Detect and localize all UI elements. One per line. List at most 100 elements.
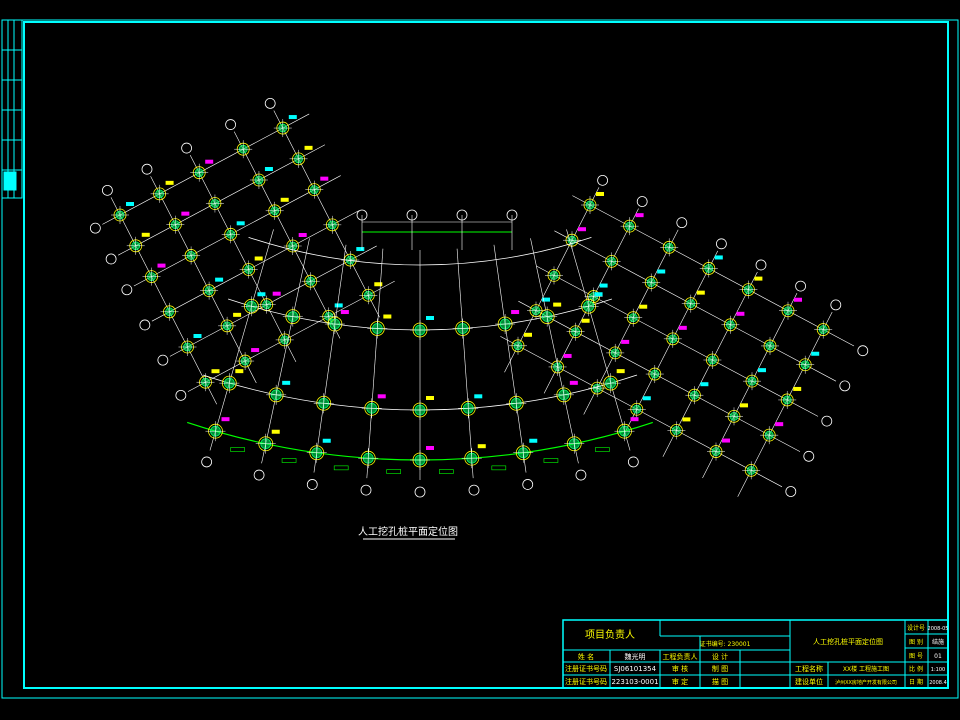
grid-line — [261, 238, 310, 464]
pile-tag — [356, 247, 365, 252]
pile-tag — [714, 255, 723, 260]
grid-bubble — [839, 380, 851, 392]
pile-tag — [775, 422, 784, 427]
pile-tag — [736, 311, 745, 316]
pile-tag — [157, 263, 166, 268]
grid-bubble — [175, 389, 187, 401]
pile-tag — [740, 403, 748, 408]
grid-bubble — [121, 284, 133, 296]
grid-bubble — [857, 345, 869, 357]
pile-tag — [621, 339, 630, 344]
pile-tag — [126, 202, 134, 206]
pile-tag — [682, 417, 691, 422]
grid-bubble — [636, 196, 648, 207]
foundation-plan — [89, 98, 869, 498]
dimension-mark — [491, 465, 507, 471]
row-name-label: 姓 名 — [578, 652, 594, 661]
pile-tag — [221, 417, 230, 422]
dimension-mark — [439, 469, 454, 474]
pile-tag — [271, 429, 280, 434]
grid-line — [187, 280, 395, 392]
grid-line — [543, 208, 639, 394]
design-no-value: 2008-05 — [928, 626, 949, 632]
pile-tag — [298, 233, 307, 237]
grid-bubble — [795, 280, 806, 292]
pile-tag — [581, 318, 590, 323]
design-no-label: 设计号 — [907, 624, 925, 632]
pile-tag — [639, 304, 648, 309]
drawing-no-value: 01 — [934, 653, 942, 660]
grid-line — [623, 250, 719, 436]
dimension-mark — [595, 447, 610, 452]
grid-line — [536, 265, 819, 417]
grid-bubble — [522, 479, 534, 490]
grid-bubble — [755, 259, 767, 271]
review-label: 审 核 — [672, 664, 688, 673]
pile-tag — [257, 292, 266, 297]
pile-tag — [477, 444, 486, 449]
grid-line — [566, 229, 631, 451]
pile-tag — [320, 176, 329, 181]
pile-tag — [596, 192, 604, 196]
drawing-no-label: 图 号 — [909, 653, 923, 660]
grid-line — [209, 229, 274, 451]
pile-tag — [374, 282, 383, 287]
grid-bubble — [785, 486, 797, 497]
grid-line — [583, 229, 679, 415]
grid-line — [500, 336, 783, 488]
grid-line — [702, 293, 798, 479]
pile-tag — [616, 369, 625, 374]
cert1-label: 注册证书号码 — [565, 664, 607, 673]
grid-line — [102, 113, 310, 225]
pile-tag — [657, 269, 666, 274]
cert2-value: 223103-0001 — [611, 678, 658, 686]
grid-bubble — [157, 354, 169, 366]
grid-bubble — [105, 253, 117, 265]
grid-bubble — [468, 484, 480, 496]
grid-line — [169, 245, 377, 357]
grid-line — [554, 230, 837, 382]
pile-tag — [754, 276, 763, 281]
pile-tag — [635, 213, 644, 218]
pile-tag — [251, 348, 260, 353]
grid-line — [151, 210, 359, 322]
build-value: 泸州XX房地产开发有限公司 — [835, 679, 897, 686]
grid-line — [233, 131, 341, 339]
pile-tag — [288, 115, 297, 120]
pile-tag — [215, 277, 224, 282]
pile-tag — [563, 353, 572, 358]
design-label: 设 计 — [712, 652, 728, 661]
grid-bubble — [89, 222, 101, 234]
title-block: 项目负责人 证书编号: 230001 姓 名 魏光明 工程负责人 设 计 注册证… — [562, 619, 949, 689]
grid-line — [493, 244, 527, 473]
grid-line — [572, 195, 855, 347]
grid-line — [273, 110, 380, 318]
pile-tag — [282, 380, 291, 385]
pile-tag — [722, 438, 730, 443]
grid-line — [518, 300, 801, 452]
pile-tag — [181, 211, 190, 216]
draw-label: 制 图 — [712, 664, 728, 673]
grid-line — [530, 238, 579, 464]
pile-tag — [426, 446, 434, 450]
drawing-name: 人工挖孔桩平面定位图 — [813, 637, 883, 646]
pile-tag — [211, 369, 220, 374]
grid-bubble — [141, 163, 153, 175]
pile-tag — [678, 325, 687, 330]
pile-tag — [700, 382, 709, 387]
scale-value: 1:100 — [931, 667, 945, 673]
grid-line — [189, 154, 297, 363]
grid-line — [737, 311, 833, 497]
grid-bubble — [803, 450, 815, 462]
drawing-cat-label: 图 别 — [909, 638, 923, 646]
pile-tag — [322, 438, 331, 443]
drawing-title: 人工挖孔桩平面定位图 — [358, 525, 458, 538]
pile-tag — [569, 380, 578, 385]
cert-number: 证书编号: 230001 — [700, 640, 751, 648]
grid-bubble — [716, 238, 727, 250]
pile-tag — [280, 197, 289, 202]
pile-tag — [272, 291, 281, 296]
outer-frame — [1, 19, 959, 699]
pile-tag — [304, 145, 313, 150]
